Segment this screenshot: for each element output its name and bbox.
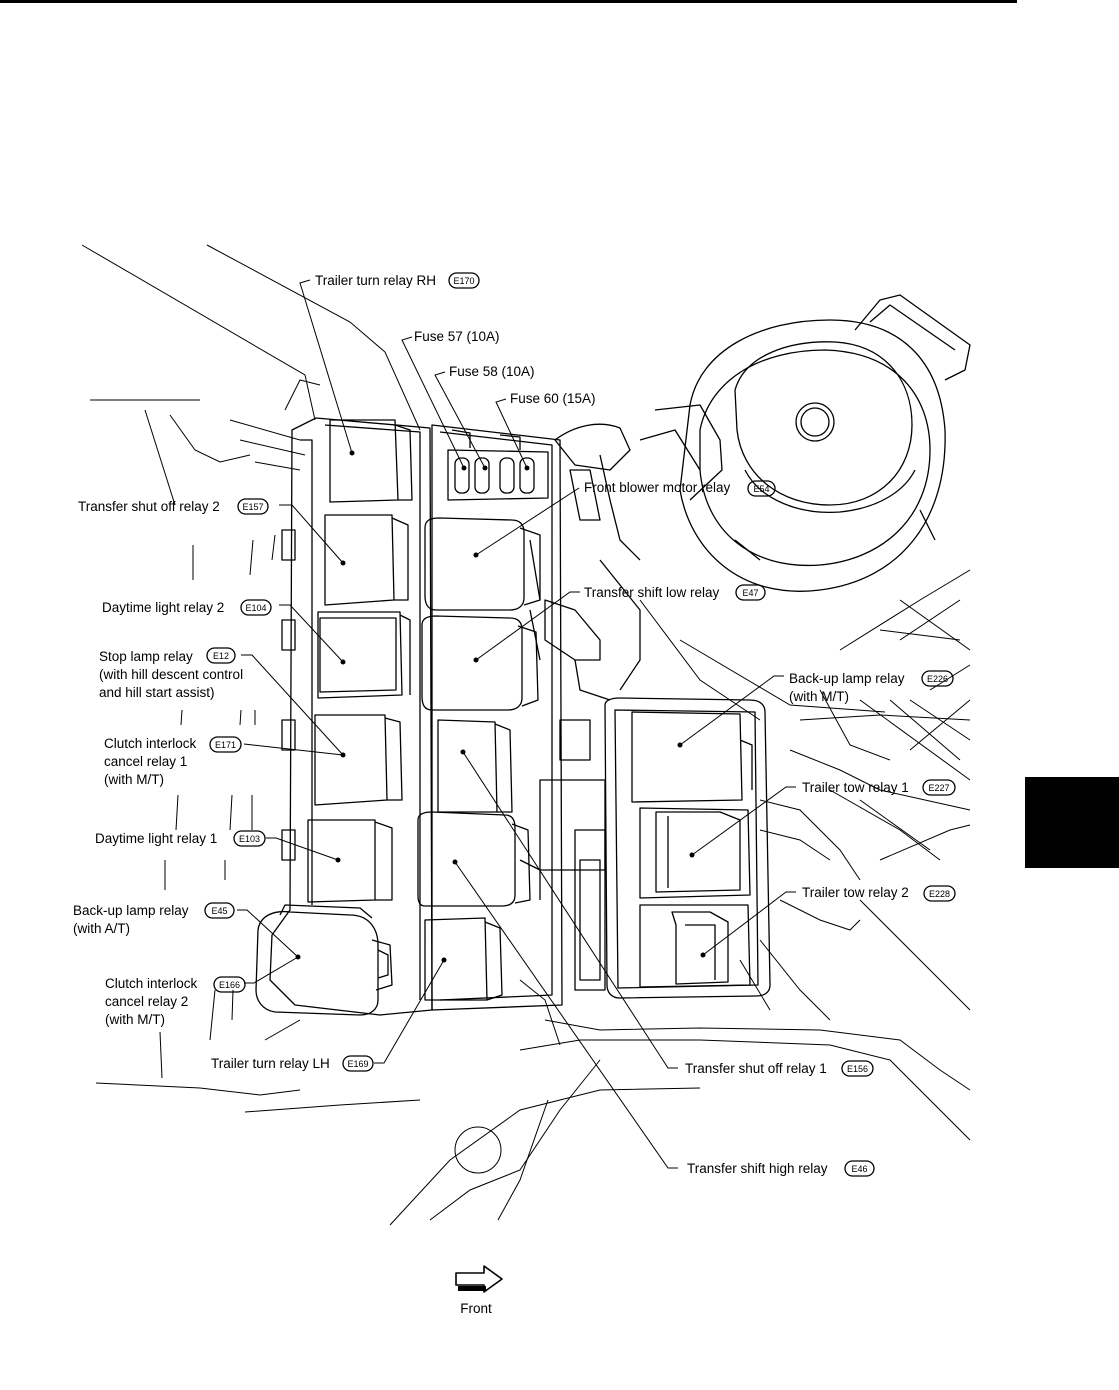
connector-badge xyxy=(237,498,269,515)
callout-back-up-lamp-relay-at: Back-up lamp relay (with A/T) E45 xyxy=(73,902,235,936)
svg-text:E103: E103 xyxy=(239,834,260,844)
svg-text:E156: E156 xyxy=(847,1064,868,1074)
svg-text:(with M/T): (with M/T) xyxy=(104,772,164,787)
callout-fuse-58: Fuse 58 (10A) xyxy=(449,364,535,379)
connector-badge xyxy=(747,480,776,497)
connector-badge xyxy=(342,1055,374,1072)
callout-transfer-shut-off-relay-1: Transfer shut off relay 1 E156 xyxy=(685,1060,874,1077)
leader-lines xyxy=(237,279,796,1169)
svg-text:Front blower motor relay: Front blower motor relay xyxy=(584,480,731,495)
callout-trailer-tow-relay-2: Trailer tow relay 2 E228 xyxy=(802,885,956,902)
svg-text:E227: E227 xyxy=(928,783,949,793)
callout-transfer-shift-high-relay: Transfer shift high relay E46 xyxy=(687,1160,875,1177)
svg-text:Fuse 57 (10A): Fuse 57 (10A) xyxy=(414,329,500,344)
svg-text:E169: E169 xyxy=(347,1059,368,1069)
callout-trailer-tow-relay-1: Trailer tow relay 1 E227 xyxy=(802,779,956,796)
connector-badge xyxy=(240,599,272,616)
svg-text:E47: E47 xyxy=(742,588,758,598)
blower-motor xyxy=(639,294,971,592)
connector-badge xyxy=(213,976,246,993)
callout-fuse-60: Fuse 60 (15A) xyxy=(510,391,596,406)
svg-text:E104: E104 xyxy=(245,603,266,613)
connector-badge xyxy=(209,736,242,753)
svg-text:(with M/T): (with M/T) xyxy=(105,1012,165,1027)
connector-badge xyxy=(921,670,954,687)
svg-text:Trailer tow relay 2: Trailer tow relay 2 xyxy=(802,885,909,900)
svg-text:and hill start assist): and hill start assist) xyxy=(99,685,215,700)
relay-block-right xyxy=(519,423,771,999)
svg-text:Trailer turn relay LH: Trailer turn relay LH xyxy=(211,1056,330,1071)
svg-text:E12: E12 xyxy=(213,651,229,661)
connector-badge xyxy=(923,885,956,902)
page-top-rule xyxy=(0,0,1017,3)
connector-badge xyxy=(841,1060,874,1077)
callout-stop-lamp-relay: Stop lamp relay (with hill descent contr… xyxy=(99,647,243,700)
section-tab xyxy=(1025,777,1119,868)
callout-transfer-shift-low-relay: Transfer shift low relay E47 xyxy=(584,584,766,601)
connector-badge xyxy=(922,779,956,796)
relay-block-center xyxy=(417,424,563,1011)
callout-back-up-lamp-relay-mt: Back-up lamp relay (with M/T) E226 xyxy=(789,670,954,704)
svg-text:E166: E166 xyxy=(219,980,240,990)
svg-text:E170: E170 xyxy=(453,276,474,286)
svg-text:E45: E45 xyxy=(211,906,227,916)
connector-badge xyxy=(233,830,266,847)
connector-badge xyxy=(448,272,480,289)
svg-text:Daytime light relay 1: Daytime light relay 1 xyxy=(95,831,217,846)
callout-transfer-shut-off-relay-2: Transfer shut off relay 2 E157 xyxy=(78,498,269,515)
svg-text:E54: E54 xyxy=(753,484,769,494)
connector-badge xyxy=(844,1160,875,1177)
svg-text:Fuse 58 (10A): Fuse 58 (10A) xyxy=(449,364,535,379)
svg-text:Daytime light relay 2: Daytime light relay 2 xyxy=(102,600,224,615)
svg-text:Transfer shut off relay 1: Transfer shut off relay 1 xyxy=(685,1061,827,1076)
callout-trailer-turn-relay-rh: Trailer turn relay RH E170 xyxy=(315,272,480,289)
callout-trailer-turn-relay-lh: Trailer turn relay LH E169 xyxy=(211,1055,374,1072)
svg-text:Transfer shift high relay: Transfer shift high relay xyxy=(687,1161,828,1176)
front-label: Front xyxy=(460,1301,492,1316)
front-direction-indicator: Front xyxy=(455,1265,503,1316)
svg-text:(with A/T): (with A/T) xyxy=(73,921,130,936)
svg-text:Transfer shift low relay: Transfer shift low relay xyxy=(584,585,720,600)
vehicle-outline xyxy=(81,244,971,1226)
svg-text:Clutch interlock: Clutch interlock xyxy=(105,976,198,991)
svg-text:Fuse 60 (15A): Fuse 60 (15A) xyxy=(510,391,596,406)
svg-text:Transfer shut off relay 2: Transfer shut off relay 2 xyxy=(78,499,220,514)
callout-clutch-interlock-cancel-relay-2: Clutch interlock cancel relay 2 (with M/… xyxy=(105,976,246,1027)
svg-text:cancel relay 1: cancel relay 1 xyxy=(104,754,187,769)
svg-text:Trailer turn relay RH: Trailer turn relay RH xyxy=(315,273,436,288)
svg-text:Clutch interlock: Clutch interlock xyxy=(104,736,197,751)
connector-badge xyxy=(735,584,766,601)
svg-text:Trailer tow relay 1: Trailer tow relay 1 xyxy=(802,780,909,795)
connector-badge xyxy=(206,647,236,664)
svg-text:E157: E157 xyxy=(242,502,263,512)
callout-daytime-light-relay-1: Daytime light relay 1 E103 xyxy=(95,830,266,847)
svg-text:E46: E46 xyxy=(851,1164,867,1174)
connector-badge xyxy=(204,902,235,919)
svg-text:E171: E171 xyxy=(215,740,236,750)
svg-text:Stop lamp relay: Stop lamp relay xyxy=(99,649,193,664)
svg-text:(with hill descent control: (with hill descent control xyxy=(99,667,243,682)
arrow-right-icon xyxy=(455,1265,503,1293)
svg-text:cancel relay 2: cancel relay 2 xyxy=(105,994,188,1009)
callout-front-blower-motor-relay: Front blower motor relay E54 xyxy=(584,480,776,497)
relay-block-left xyxy=(255,417,433,1016)
callout-clutch-interlock-cancel-relay-1: Clutch interlock cancel relay 1 (with M/… xyxy=(104,736,242,787)
svg-text:(with M/T): (with M/T) xyxy=(789,689,849,704)
callout-daytime-light-relay-2: Daytime light relay 2 E104 xyxy=(102,599,272,616)
svg-text:Back-up lamp relay: Back-up lamp relay xyxy=(789,671,905,686)
svg-text:E228: E228 xyxy=(929,889,950,899)
callout-fuse-57: Fuse 57 (10A) xyxy=(414,329,500,344)
svg-text:Back-up lamp relay: Back-up lamp relay xyxy=(73,903,189,918)
svg-text:E226: E226 xyxy=(927,674,948,684)
